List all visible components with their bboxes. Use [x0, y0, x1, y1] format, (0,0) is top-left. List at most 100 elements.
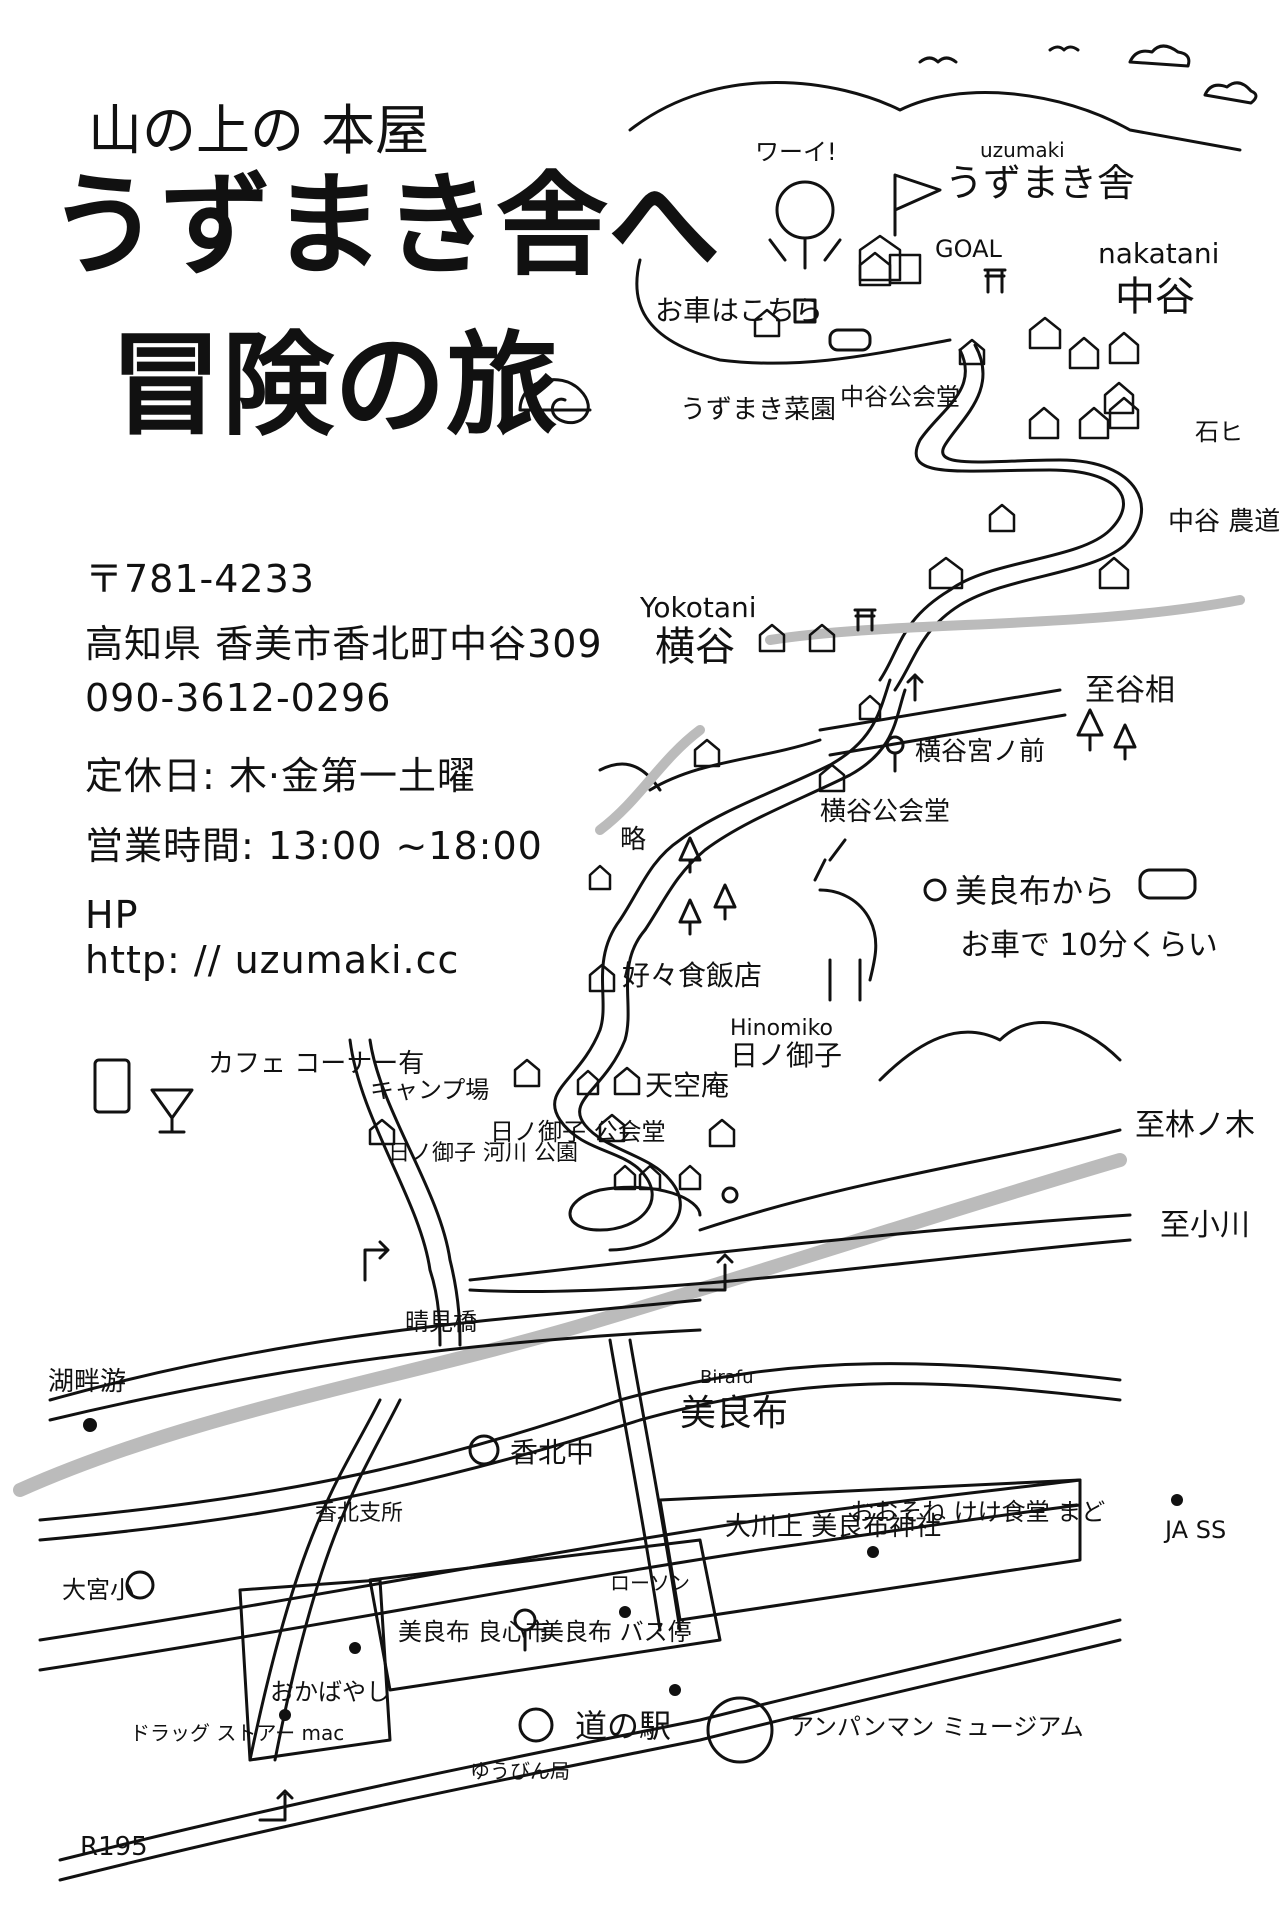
label-parking: お車はこちら	[655, 294, 823, 327]
river-main	[13, 1153, 1127, 1497]
house-icon	[638, 1164, 662, 1191]
label-nakatani-hall: 中谷公会堂	[840, 383, 960, 411]
drink-icon	[93, 1058, 131, 1114]
mountain-ridge-small	[878, 1021, 1122, 1082]
car-icon-right	[1138, 868, 1197, 900]
winding-road-b	[893, 343, 1143, 692]
dot-ja	[1171, 1494, 1183, 1506]
arrow-icon	[906, 673, 924, 702]
house-icon	[1068, 336, 1100, 370]
address: 高知県 香美市香北町中谷309	[85, 622, 603, 666]
mountain-ridge	[628, 81, 1242, 152]
label-nakatani: 中谷	[1115, 274, 1195, 320]
house-icon	[1028, 406, 1060, 440]
road-vert-1	[248, 1398, 382, 1762]
road-to-hayashi	[698, 1128, 1122, 1232]
homepage-label: HP	[85, 893, 139, 937]
road-hinomiko-c	[568, 1185, 702, 1232]
uzumaki-shop-icon	[888, 253, 922, 285]
phone-number: 090-3612-0296	[85, 676, 392, 720]
road-yokotani-a	[618, 678, 892, 922]
road-lower-1	[48, 1298, 702, 1402]
label-waai: ワーイ!	[755, 138, 837, 166]
cloud-2	[1203, 81, 1258, 105]
label-michinoeki: 道の駅	[575, 1707, 671, 1745]
dot-kohan	[83, 1418, 97, 1432]
label-nakatani-road: 中谷 農道	[1168, 507, 1280, 537]
marker-icon	[923, 878, 947, 902]
house-icon	[708, 1118, 736, 1148]
house-icon	[928, 556, 964, 590]
label-koho-branch: 香北支所	[315, 1501, 403, 1526]
label-uzumaki-roman: uzumaki	[980, 138, 1065, 162]
road-to-ogawa-a	[468, 1213, 1132, 1282]
dot-lawson	[619, 1606, 631, 1618]
tree-icon	[713, 883, 737, 921]
label-uzumaki: うずまき舎	[945, 161, 1135, 205]
snail-icon	[518, 378, 592, 425]
road-lower-8	[58, 1638, 1122, 1882]
road-river-north-a	[348, 1038, 442, 1347]
house-icon	[758, 623, 786, 653]
tree-icon	[1076, 708, 1104, 752]
bus-stop-icon-hinomiko	[721, 1186, 739, 1204]
label-to-hayashi: 至林ノ木	[1135, 1108, 1255, 1143]
label-from-birafu: 美良布から	[955, 872, 1115, 910]
road-lower-2	[48, 1328, 702, 1422]
dot-michinoeki	[669, 1684, 681, 1696]
block-1	[238, 1578, 392, 1762]
label-tenkuuan: 天空庵	[645, 1069, 729, 1102]
label-bridge: 晴見橋	[405, 1308, 477, 1336]
anpanman-icon	[706, 1696, 774, 1764]
label-field: うずまき菜園	[680, 395, 836, 425]
tree-icon	[678, 898, 702, 936]
top-hill	[635, 258, 952, 365]
smiley-face-icon	[775, 180, 835, 240]
label-market: 美良布 良心市	[398, 1618, 550, 1646]
uzumaki-house-icon	[858, 234, 902, 282]
label-to-ogawa: 至小川	[1160, 1208, 1250, 1243]
business-hours: 営業時間: 13:00 ~18:00	[85, 824, 543, 868]
label-koukou: 好々食飯店	[622, 959, 762, 992]
label-omiya-es: 大宮小	[62, 1576, 134, 1604]
label-birafu: 美良布	[680, 1393, 788, 1434]
house-icon	[1108, 331, 1140, 365]
label-yokotani: 横谷	[655, 624, 735, 670]
house-icon	[858, 694, 882, 721]
label-lawson: ローソン	[610, 1571, 690, 1595]
label-nakatani-roman: nakatani	[1098, 237, 1219, 270]
parking-sign-icon	[793, 298, 817, 324]
road-hinomiko-b	[578, 928, 682, 1252]
house-icon	[808, 623, 836, 653]
river-side	[595, 725, 705, 835]
label-river-park: 日ノ御子 河川 公園	[388, 1141, 578, 1166]
river-upper	[765, 595, 1245, 645]
bird-1	[918, 56, 958, 64]
school-icon	[468, 1434, 500, 1466]
label-hinomiko-hall: 日ノ御子 公会堂	[490, 1118, 666, 1146]
road-vert-3	[608, 1338, 662, 1632]
label-kohan: 湖畔游	[48, 1367, 126, 1397]
label-restaurant: おおそね けけ食堂 まど	[850, 1498, 1105, 1526]
house-icons	[368, 234, 1140, 1191]
house-icon	[958, 338, 986, 366]
label-yokotani-shrine: 横谷宮ノ前	[915, 737, 1045, 767]
school-icon	[125, 1570, 155, 1600]
label-okawa: 大川上 美良布神社	[725, 1512, 941, 1542]
label-ja: JA SS	[1163, 1516, 1226, 1544]
dot-restaurant	[867, 1546, 879, 1558]
label-bus: 美良布 バス停	[540, 1618, 692, 1646]
cafe-corner-note: カフェ コーナー有	[208, 1049, 425, 1079]
road-to-ogawa-b	[468, 1238, 1132, 1294]
label-birafu-roman: Birafu	[700, 1367, 754, 1388]
homepage-url[interactable]: http: // uzumaki.cc	[85, 938, 460, 982]
house-icon	[693, 738, 721, 768]
label-koho-jh: 香北中	[510, 1436, 594, 1469]
label-anpanman: アンパンマン ミュージアム	[790, 1713, 1084, 1741]
arrow-icon	[258, 1789, 294, 1822]
car-icon	[828, 328, 872, 352]
post-office-icon	[518, 1707, 554, 1743]
house-icon	[513, 1058, 541, 1088]
bird-2	[1048, 45, 1080, 52]
